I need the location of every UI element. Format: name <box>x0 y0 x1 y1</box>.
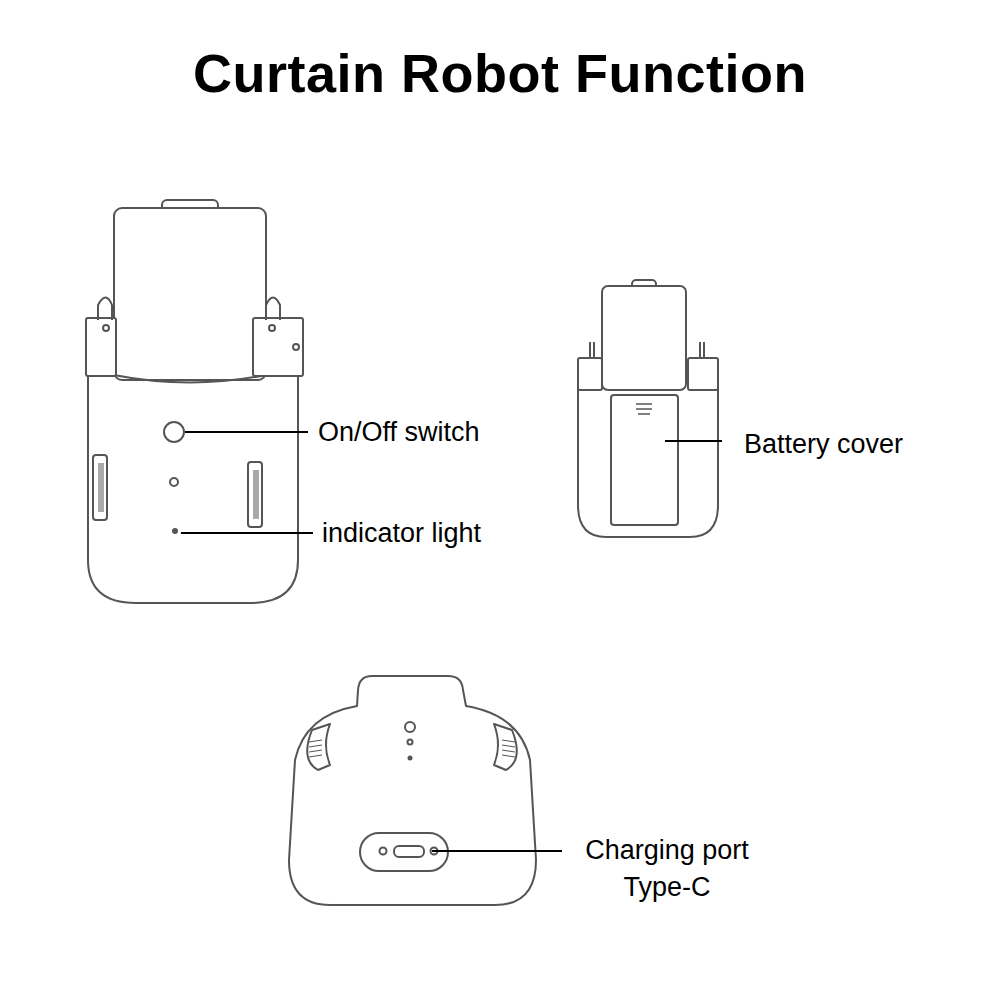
leader-lines <box>181 432 722 851</box>
callout-label: Battery cover <box>744 426 903 463</box>
callout-label: Charging port Type-C <box>556 832 778 906</box>
callout-label: indicator light <box>322 515 481 552</box>
front-view <box>86 200 303 603</box>
title: Curtain Robot Function <box>0 42 1000 104</box>
battery-cover <box>611 395 678 525</box>
back-view <box>578 280 718 537</box>
bottom-view <box>289 676 536 905</box>
callout-label: On/Off switch <box>318 414 480 451</box>
